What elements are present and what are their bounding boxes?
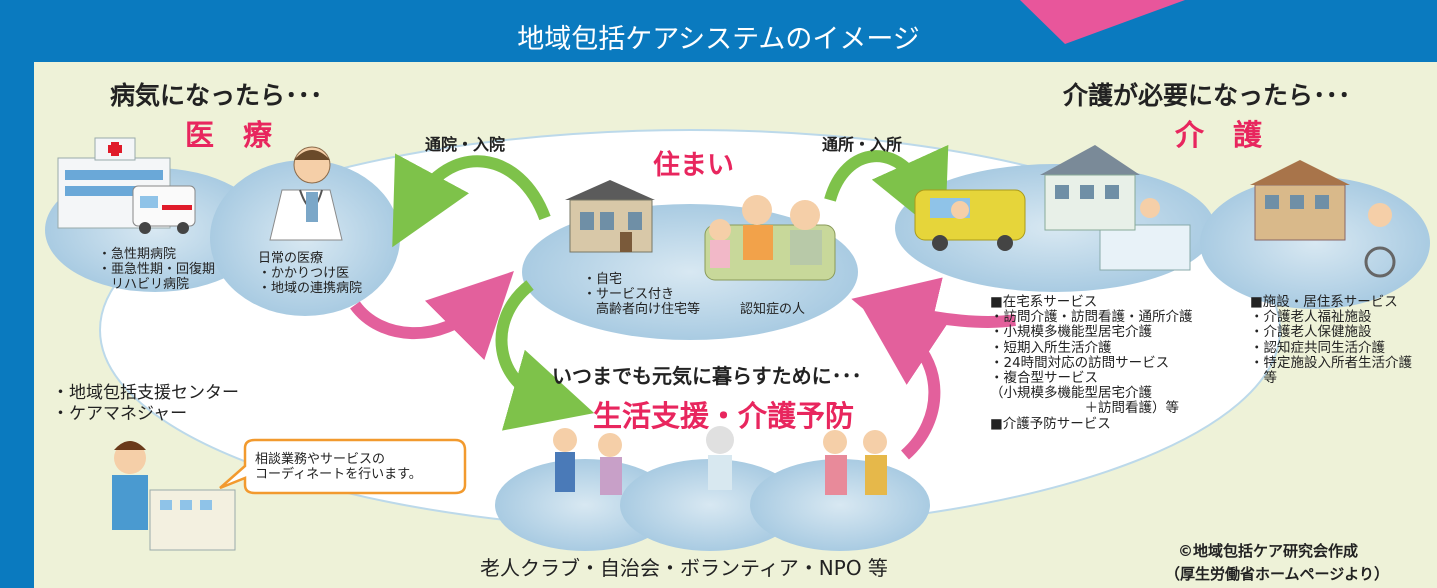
support-groups: 老人クラブ・自治会・ボランティア・NPO 等: [480, 556, 888, 580]
support-subheading: いつまでも元気に暮らすために･･･: [552, 364, 862, 388]
facility-illustration: [1040, 145, 1396, 278]
doctor-illustration: [269, 146, 343, 241]
daycare-illustration: [914, 189, 1191, 271]
hospital-text: ・急性期病院 ・亜急性期・回復期 リハビリ病院: [98, 247, 216, 292]
family-illustration: [704, 195, 836, 281]
house-illustration: [565, 180, 655, 253]
hospital-illustration: [57, 137, 196, 234]
center-text: ・地域包括支援センター ・ケアマネジャー: [52, 383, 239, 424]
arrow-label-facility: 通所・入所: [822, 135, 903, 154]
pink-arrow-tip: [1020, 0, 1185, 44]
speech-bubble: [219, 438, 467, 495]
support-ellipse-left: [495, 459, 675, 551]
seniors-illustration: [553, 426, 887, 495]
care-heading: 介護が必要になったら･･･: [1063, 81, 1351, 110]
credit-line1: ©地域包括ケア研究会作成: [1178, 542, 1359, 560]
care-category: 介 護: [1175, 118, 1263, 152]
credit-line2: （厚生労働省ホームページより）: [1165, 565, 1389, 583]
housing-text: ・自宅 ・サービス付き 高齢者向け住宅等: [583, 272, 701, 317]
clinic-text: 日常の医療 ・かかりつけ医 ・地域の連携病院: [258, 251, 363, 296]
facility-services-list: ■施設・居住系サービス ・介護老人福祉施設 ・介護老人保健施設 ・認知症共同生活…: [1250, 294, 1412, 387]
diagram-title: 地域包括ケアシステムのイメージ: [517, 24, 920, 55]
bubble-text: 相談業務やサービスの コーディネートを行います。: [255, 452, 422, 482]
pink-arrow-clinic: [350, 271, 514, 361]
housing-heading: 住まい: [653, 150, 734, 181]
support-ellipse-center: [620, 459, 800, 551]
green-arrow-hospital: [392, 153, 551, 248]
arrow-label-hospital: 通院・入院: [425, 135, 506, 154]
medical-category: 医 療: [185, 118, 273, 152]
pink-arrow-support: [860, 303, 954, 460]
care-manager-illustration: [112, 441, 236, 551]
dementia-label: 認知症の人: [740, 302, 806, 317]
medical-heading: 病気になったら･･･: [110, 81, 323, 110]
green-arrow-facility: [824, 144, 949, 239]
home-services-list: ■在宅系サービス ・訪問介護・訪問看護・通所介護 ・小規模多機能型居宅介護 ・短…: [990, 294, 1193, 432]
support-heading: 生活支援・介護予防: [593, 399, 855, 433]
